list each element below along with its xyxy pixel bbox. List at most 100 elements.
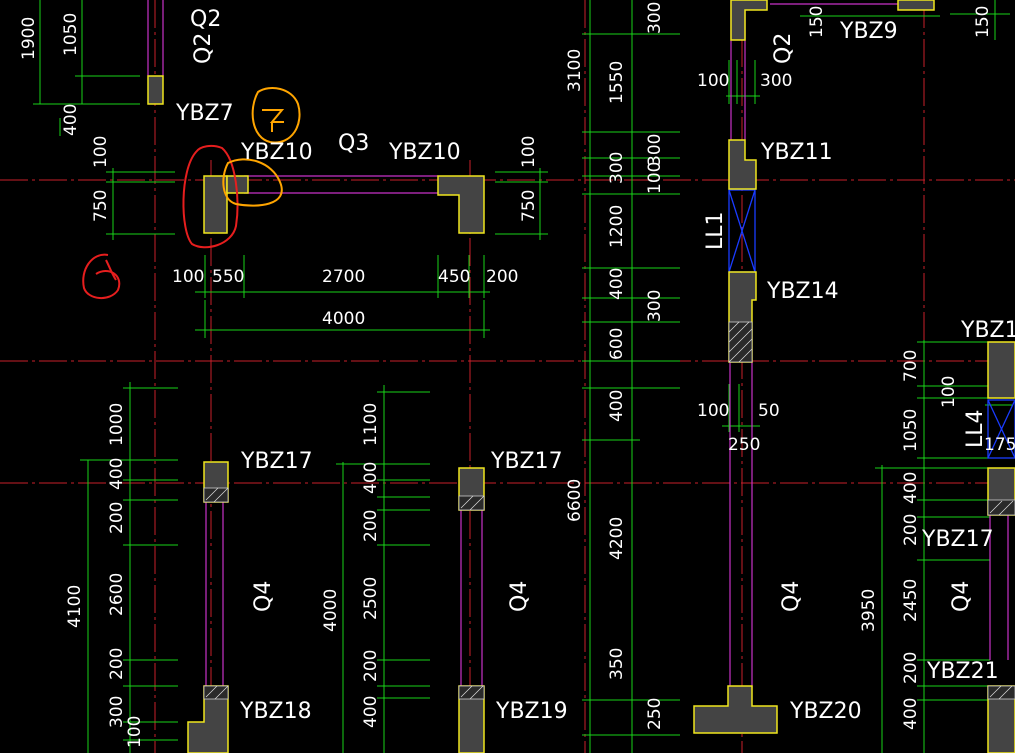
column-ybz20 <box>693 685 778 734</box>
dim-text: 100 <box>645 162 665 194</box>
dim-text: 1900 <box>19 17 39 60</box>
label-ybz19: YBZ19 <box>495 699 568 724</box>
column-ybz11 <box>728 139 757 190</box>
markup-annotations <box>82 87 301 299</box>
label-ybz10-right: YBZ10 <box>388 140 461 165</box>
dim-text: 2500 <box>361 577 381 620</box>
dim-text: 400 <box>901 472 921 504</box>
dim-text: 400 <box>361 462 381 494</box>
dim-text: 400 <box>901 698 921 730</box>
dim-text: 3100 <box>565 49 585 92</box>
dim-text: 350 <box>607 648 627 680</box>
dim-text: 300 <box>107 696 127 728</box>
red-annotation-circle <box>182 144 239 249</box>
label-q4-a: Q4 <box>251 581 276 612</box>
label-q2-left: Q2 <box>191 33 216 64</box>
dim-text: 100 <box>697 401 729 421</box>
columns <box>147 0 1015 753</box>
column-ybz15 <box>987 341 1015 399</box>
dim-text: 300 <box>645 290 665 322</box>
label-q4-b: Q4 <box>507 581 532 612</box>
label-q2-top: Q2 <box>190 7 221 32</box>
dim-text: 2450 <box>901 579 921 622</box>
label-q2-right: Q2 <box>771 33 796 64</box>
red-digit-stroke <box>82 253 121 299</box>
dim-text: 250 <box>645 698 665 730</box>
dim-text: 150 <box>973 6 993 38</box>
hatch-strokes <box>205 321 1014 700</box>
label-ybz17-c: YBZ17 <box>921 527 994 552</box>
dim-text: 2700 <box>322 267 365 287</box>
dim-text: 750 <box>91 190 111 222</box>
dim-text: 400 <box>61 104 81 136</box>
dim-text: 400 <box>607 390 627 422</box>
label-ybz17-a: YBZ17 <box>240 449 313 474</box>
dim-text: 700 <box>901 350 921 382</box>
dimension-text-vertical: 1900 1050 400 100 750 100 750 3100 1550 … <box>19 2 993 748</box>
column-labels: YBZ7 YBZ10 YBZ10 YBZ9 YBZ11 YBZ14 YBZ15 … <box>175 19 1015 724</box>
dim-text: 100 <box>91 136 111 168</box>
dim-text: 550 <box>212 267 244 287</box>
orange-annotation-circle-lower <box>222 158 283 207</box>
dim-text: 100 <box>939 376 959 408</box>
dim-text: 100 <box>172 267 204 287</box>
dim-text: 300 <box>645 134 665 166</box>
label-ybz15: YBZ15 <box>960 318 1015 343</box>
label-ybz7: YBZ7 <box>175 101 234 126</box>
dim-text: 1050 <box>901 409 921 452</box>
dim-text: 6600 <box>565 479 585 522</box>
dim-text: 300 <box>607 152 627 184</box>
dim-text: 1550 <box>607 61 627 104</box>
label-ybz9: YBZ9 <box>839 19 898 44</box>
dim-text: 4000 <box>321 589 341 632</box>
label-q4-d: Q4 <box>949 581 974 612</box>
dim-text: 250 <box>728 435 760 455</box>
column-ybz10-left <box>203 175 228 234</box>
dimension-lines <box>33 0 1012 753</box>
dim-text: 175 <box>984 435 1015 455</box>
walls <box>147 0 1009 688</box>
dim-text: 1100 <box>361 403 381 446</box>
dim-text: 1000 <box>107 403 127 446</box>
dim-text: 200 <box>901 514 921 546</box>
label-q4-c: Q4 <box>779 581 804 612</box>
dim-text: 200 <box>107 648 127 680</box>
dim-text: 400 <box>107 458 127 490</box>
wall-labels: Q2 Q2 Q2 Q3 Q4 Q4 Q4 Q4 LL1 LL4 <box>190 7 988 612</box>
dim-text: 750 <box>519 190 539 222</box>
dim-text: 150 <box>807 6 827 38</box>
dim-text: 300 <box>760 71 792 91</box>
column-ybz7 <box>147 75 164 105</box>
column-top-right <box>897 0 935 11</box>
dim-text: 1050 <box>61 13 81 56</box>
dim-text: 4000 <box>322 309 365 329</box>
orange-digit-stroke <box>262 109 285 132</box>
label-ll4: LL4 <box>963 409 988 448</box>
dim-text: 200 <box>107 502 127 534</box>
dim-text: 50 <box>758 401 780 421</box>
dim-text: 2600 <box>107 573 127 616</box>
label-ybz11: YBZ11 <box>760 140 833 165</box>
label-ybz18: YBZ18 <box>239 699 312 724</box>
dim-text: 100 <box>697 71 729 91</box>
label-ybz17-b: YBZ17 <box>490 449 563 474</box>
dim-text: 1200 <box>607 205 627 248</box>
dim-text: 400 <box>361 696 381 728</box>
label-ybz10-left: YBZ10 <box>240 140 313 165</box>
label-ll1: LL1 <box>703 211 728 250</box>
dim-text: 600 <box>607 328 627 360</box>
dim-text: 3950 <box>859 589 879 632</box>
dim-text: 100 <box>125 716 145 748</box>
hatch-areas <box>203 321 1015 700</box>
label-q3: Q3 <box>338 131 369 156</box>
dim-text: 100 <box>519 136 539 168</box>
column-top-mid <box>730 0 768 41</box>
dim-text: 200 <box>361 650 381 682</box>
label-ybz21: YBZ21 <box>926 659 999 684</box>
label-ybz20: YBZ20 <box>789 699 862 724</box>
dimension-text-horizontal: 100 550 2700 450 200 4000 100 300 100 50… <box>172 71 1015 455</box>
dim-text: 200 <box>486 267 518 287</box>
dim-text: 200 <box>901 652 921 684</box>
